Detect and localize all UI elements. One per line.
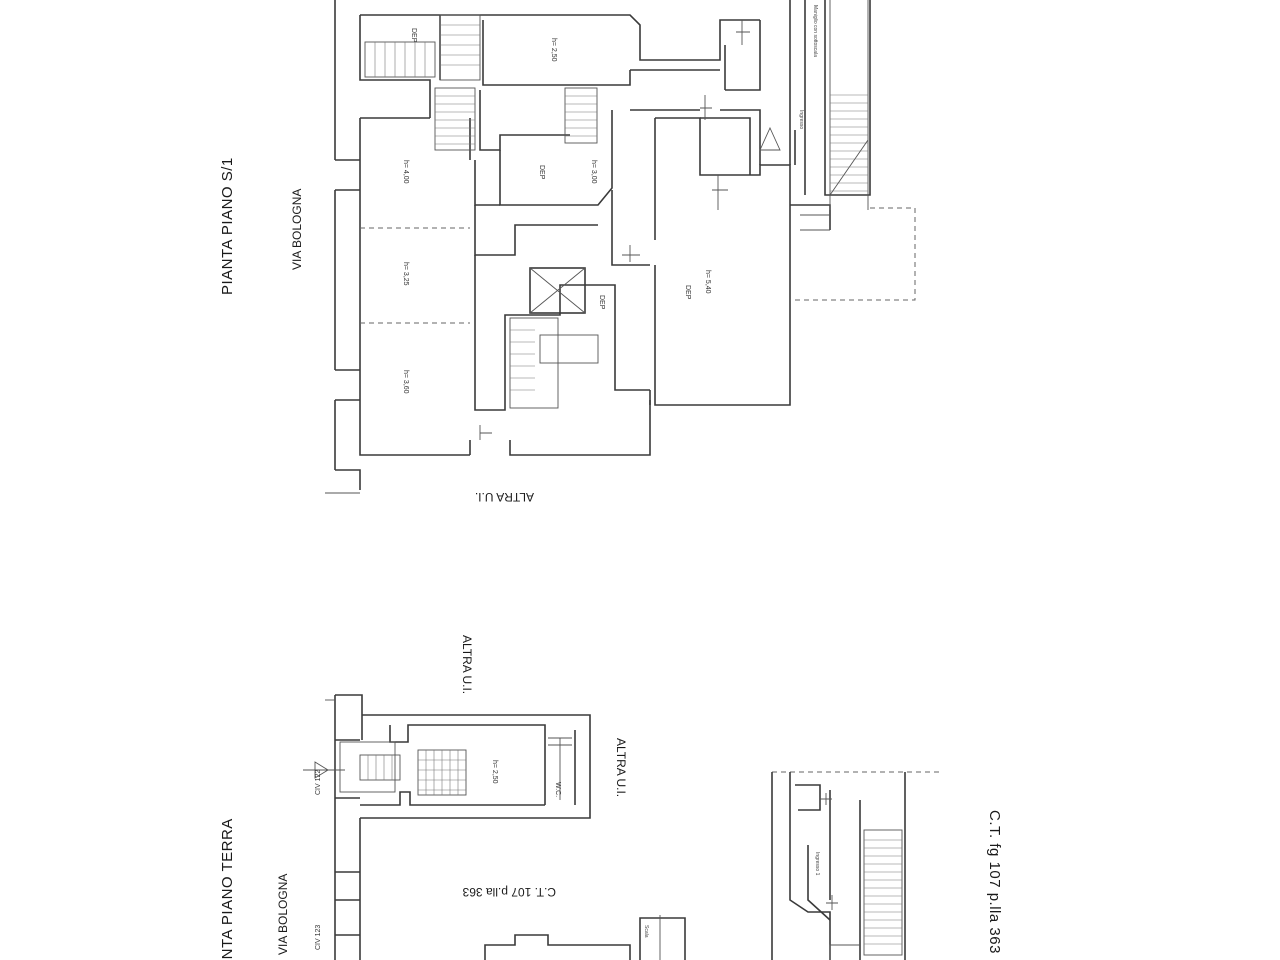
room-label-h-small: h= 2,50 [491, 760, 498, 784]
external-stairs-ground [863, 829, 903, 956]
room-label-dep-a: DEP [410, 28, 417, 43]
label-ingresso-top: Ingresso [798, 110, 804, 129]
cadastral-label: C.T. 107 p.lla 363 [462, 885, 556, 899]
stairs-top-left [364, 14, 481, 81]
civic-number-123: CIV 123 [315, 925, 322, 950]
cadastral-label-right: C.T. fg 107 p.lla 363 [986, 810, 1003, 954]
altra-ui-label-upper: ALTRA U.I. [460, 635, 474, 694]
room-label-dep-c: DEP [598, 295, 605, 310]
stairs-ground-floor [339, 741, 467, 796]
plan-title-basement: PIANTA PIANO S/1 [219, 157, 236, 295]
ground-floor-plan: h= 2,50 W.C. C.T. 107 p.lla 363 CIV 122 … [219, 635, 1003, 960]
street-label-bottom: VIA BOLOGNA [276, 874, 290, 955]
entrance-arrow [303, 761, 345, 779]
room-label-dep-d: DEP [684, 285, 691, 300]
plan-title-ground: PIANTA PIANO TERRA [219, 818, 236, 960]
room-label-dep-b: DEP [538, 165, 545, 180]
room-label-h-d: h= 3,60 [402, 370, 409, 394]
street-label-top: VIA BOLOGNA [290, 189, 304, 270]
civic-number-122: CIV 122 [315, 770, 322, 795]
wc-label: W.C. [554, 782, 561, 797]
altra-ui-label-right: ALTRA U.I. [614, 738, 628, 797]
stairs-middle [434, 87, 598, 151]
label-ingresso-ground: Ingresso 1 [814, 852, 820, 876]
lift-shaft [529, 267, 586, 314]
basement-floor-plan: DEP h= 2,50 h= 4,00 DEP h= 3,00 h= 3,25 … [219, 0, 916, 504]
room-label-h-c: h= 3,25 [402, 262, 409, 286]
scale-label: Scala [643, 925, 649, 938]
room-label-h-e: h= 5,40 [704, 270, 711, 294]
room-label-h-a: h= 4,00 [402, 160, 409, 184]
label-note-top: Maniglio con sottoscala [812, 5, 818, 57]
room-label-h-b: h= 3,00 [590, 160, 597, 184]
stairs-lower [509, 317, 599, 409]
external-stairs [829, 94, 869, 196]
altra-ui-label-top: ALTRA U.I. [475, 490, 534, 504]
door-symbols [479, 20, 781, 440]
room-label-h-top: h= 2,50 [550, 38, 557, 62]
